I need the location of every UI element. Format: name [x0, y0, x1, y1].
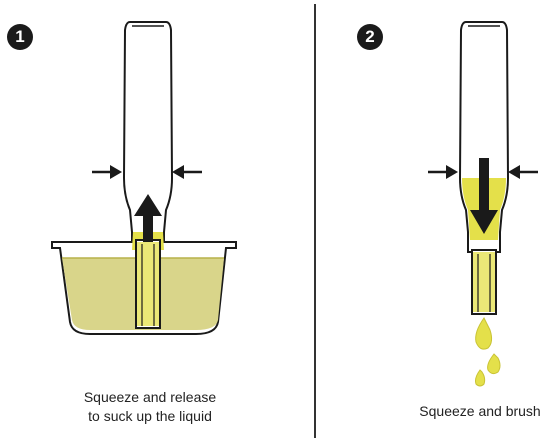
step-2-illustration [428, 21, 538, 387]
squeeze-right-arrow-icon [172, 165, 202, 179]
step-2-caption: Squeeze and brush [400, 402, 554, 421]
down-arrow-icon [470, 158, 498, 234]
squeeze-left-arrow-icon [92, 165, 122, 179]
step-1-badge: 1 [7, 24, 33, 50]
step-2-panel: 2 Squeeze and [316, 0, 554, 442]
step-2-caption-line-1: Squeeze and brush [419, 403, 541, 419]
step-1-caption-line-2: to suck up the liquid [88, 408, 212, 424]
squeeze-right-arrow-icon [508, 165, 538, 179]
step-1-panel: 1 [7, 21, 250, 426]
step-2-badge: 2 [357, 24, 383, 50]
baster [122, 21, 174, 329]
step-1-caption: Squeeze and release to suck up the liqui… [50, 388, 250, 426]
baster [458, 21, 510, 315]
panel-divider [314, 4, 316, 438]
squeeze-left-arrow-icon [428, 165, 458, 179]
step-1-illustration [51, 21, 237, 335]
up-arrow-icon [134, 194, 162, 242]
step-1-caption-line-1: Squeeze and release [83, 389, 217, 405]
liquid-drops [475, 317, 501, 387]
